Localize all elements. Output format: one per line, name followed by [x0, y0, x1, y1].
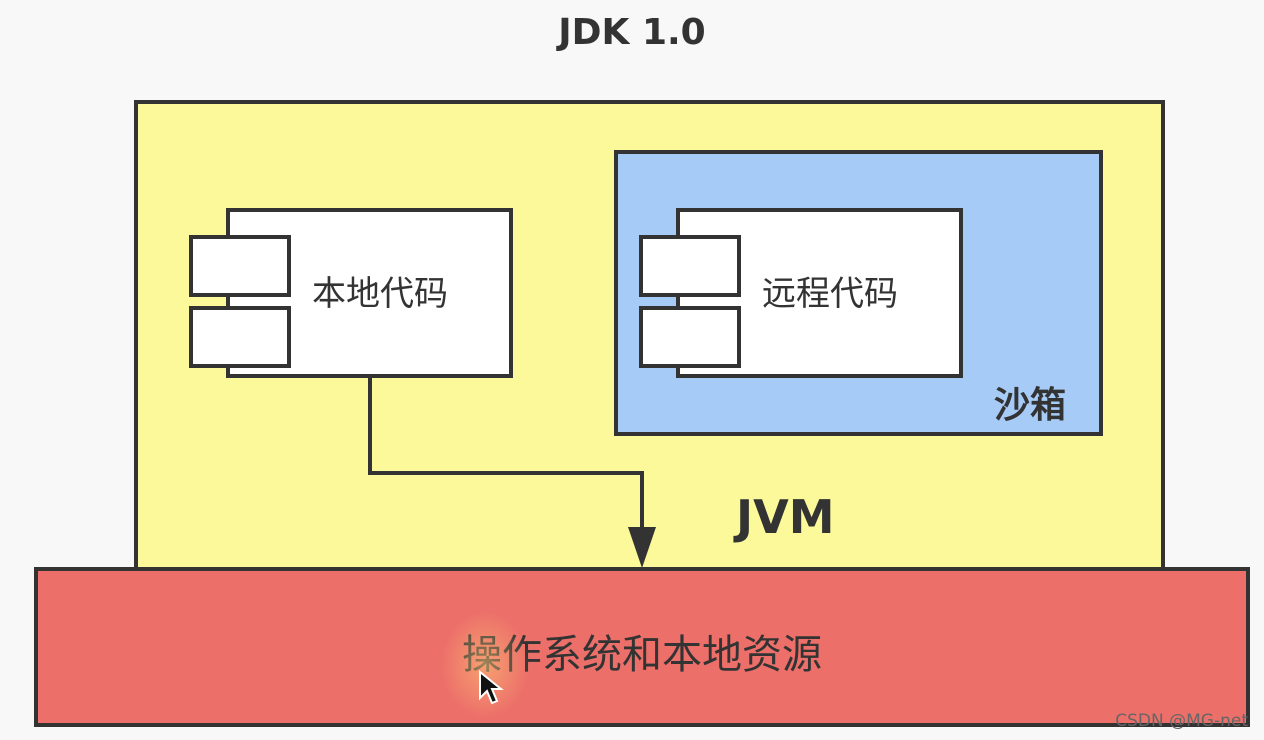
- remote-code-label: 远程代码: [762, 274, 898, 314]
- jvm-label: JVM: [736, 490, 835, 544]
- local-code-port-bottom: [189, 306, 291, 368]
- local-code-label: 本地代码: [312, 274, 448, 314]
- remote-code-port-top: [639, 235, 741, 297]
- os-resources-label: 操作系统和本地资源: [462, 632, 822, 678]
- watermark: CSDN @MG-net: [1115, 711, 1248, 731]
- arrow-head: [628, 527, 656, 568]
- cursor-highlight: [440, 610, 530, 720]
- mouse-pointer-icon: [479, 670, 504, 705]
- arrow-line: [368, 378, 644, 530]
- sandbox-label: 沙箱: [994, 385, 1067, 426]
- local-code-port-top: [189, 235, 291, 297]
- diagram-title: JDK 1.0: [558, 12, 706, 53]
- os-resources-container: [34, 567, 1250, 727]
- remote-code-port-bottom: [639, 306, 741, 368]
